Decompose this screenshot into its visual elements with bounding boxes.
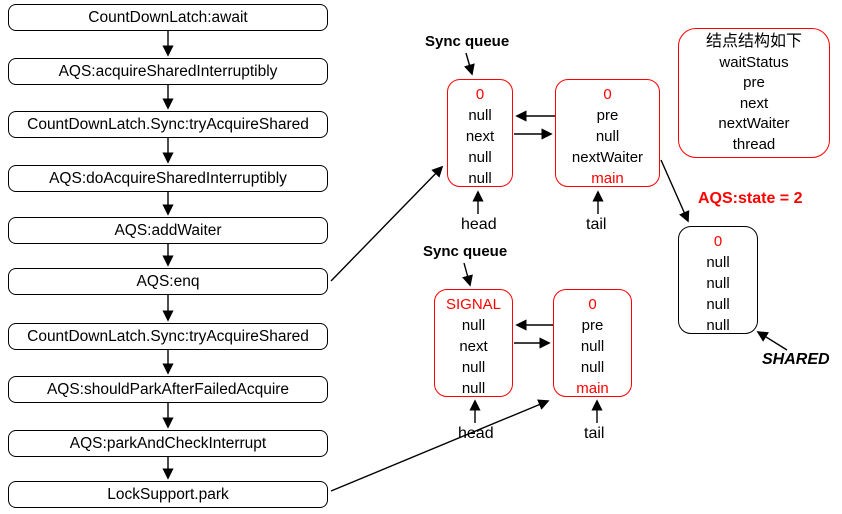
flow-box-locksupport-park: LockSupport.park <box>8 481 328 508</box>
flow-box-try-acquire-shared-2: CountDownLatch.Sync:tryAcquireShared <box>8 323 328 350</box>
queue-label-arrow <box>464 52 475 76</box>
park-to-queue-arrow <box>330 399 550 492</box>
flow-box-enq: AQS:enq <box>8 268 328 295</box>
legend-field-waitstatus: waitStatus <box>719 53 789 71</box>
legend-title: 结点结构如下 <box>705 33 802 50</box>
sync-queue-top-tail-node: 0 pre null nextWaiter main <box>555 79 660 187</box>
node-field-next: null <box>595 128 620 145</box>
node-field-pre: null <box>461 317 486 334</box>
tail-pointer-label: tail <box>586 216 607 233</box>
flow-box-should-park: AQS:shouldParkAfterFailedAcquire <box>8 376 328 403</box>
sync-queue-bottom-label: Sync queue <box>423 243 508 260</box>
node-structure-legend: 结点结构如下 waitStatus pre next nextWaiter th… <box>678 28 830 158</box>
shared-label-arrow <box>756 331 788 351</box>
node-field-next: null <box>706 275 730 292</box>
legend-field-pre: pre <box>743 74 765 91</box>
queue-label-arrow <box>462 262 473 287</box>
tail-pointer-label: tail <box>584 425 605 442</box>
node-field-pre: pre <box>581 317 604 334</box>
sync-queue-bottom-tail-node: 0 pre null null main <box>553 289 632 397</box>
node-waitstatus: 0 <box>475 86 485 103</box>
node-field-thread: null <box>706 317 730 334</box>
node-field-next: next <box>459 338 488 355</box>
node-field-next: next <box>465 128 495 145</box>
node-field-thread: main <box>576 380 609 397</box>
node-field-pre: null <box>706 254 730 271</box>
node-field-thread: null <box>468 170 492 187</box>
legend-field-next: next <box>739 94 769 112</box>
node-field-nextwaiter: null <box>461 359 486 376</box>
node-field-pre: null <box>468 107 492 124</box>
shared-mode-label: SHARED <box>762 351 830 368</box>
node-field-nextwaiter: null <box>706 296 730 313</box>
node-waitstatus: 0 <box>588 296 597 313</box>
node-field-pre: pre <box>596 107 619 124</box>
head-pointer-label: head <box>458 425 494 442</box>
node-to-shared-arrow <box>660 159 690 223</box>
flow-box-acquire-shared-interruptibly: AQS:acquireSharedInterruptibly <box>8 58 328 85</box>
flow-box-add-waiter: AQS:addWaiter <box>8 217 328 244</box>
node-waitstatus: 0 <box>713 233 723 250</box>
head-pointer-label: head <box>461 216 497 233</box>
node-field-nextwaiter: null <box>468 149 492 166</box>
legend-field-nextwaiter: nextWaiter <box>718 115 790 132</box>
shared-node: 0 null null null null <box>678 226 758 334</box>
node-waitstatus: 0 <box>603 86 612 103</box>
node-waitstatus: SIGNAL <box>445 296 502 313</box>
enq-to-queue-arrow <box>330 165 444 282</box>
node-field-nextwaiter: nextWaiter <box>571 149 644 166</box>
flow-box-countdownlatch-await: CountDownLatch:await <box>8 4 328 31</box>
node-field-thread: null <box>461 380 486 397</box>
node-field-thread: main <box>591 170 624 187</box>
aqs-state-label: AQS:state = 2 <box>698 190 803 207</box>
sync-queue-top-head-node: 0 null next null null <box>447 79 513 187</box>
legend-field-thread: thread <box>732 135 776 153</box>
sync-queue-top-label: Sync queue <box>425 33 510 50</box>
flow-box-do-acquire-shared: AQS:doAcquireSharedInterruptibly <box>8 165 328 192</box>
sync-queue-bottom-head-node: SIGNAL null next null null <box>434 289 513 397</box>
flow-box-park-and-check-interrupt: AQS:parkAndCheckInterrupt <box>8 430 328 457</box>
node-field-nextwaiter: null <box>580 359 605 376</box>
node-field-next: null <box>580 338 605 355</box>
flow-box-try-acquire-shared-1: CountDownLatch.Sync:tryAcquireShared <box>8 111 328 138</box>
